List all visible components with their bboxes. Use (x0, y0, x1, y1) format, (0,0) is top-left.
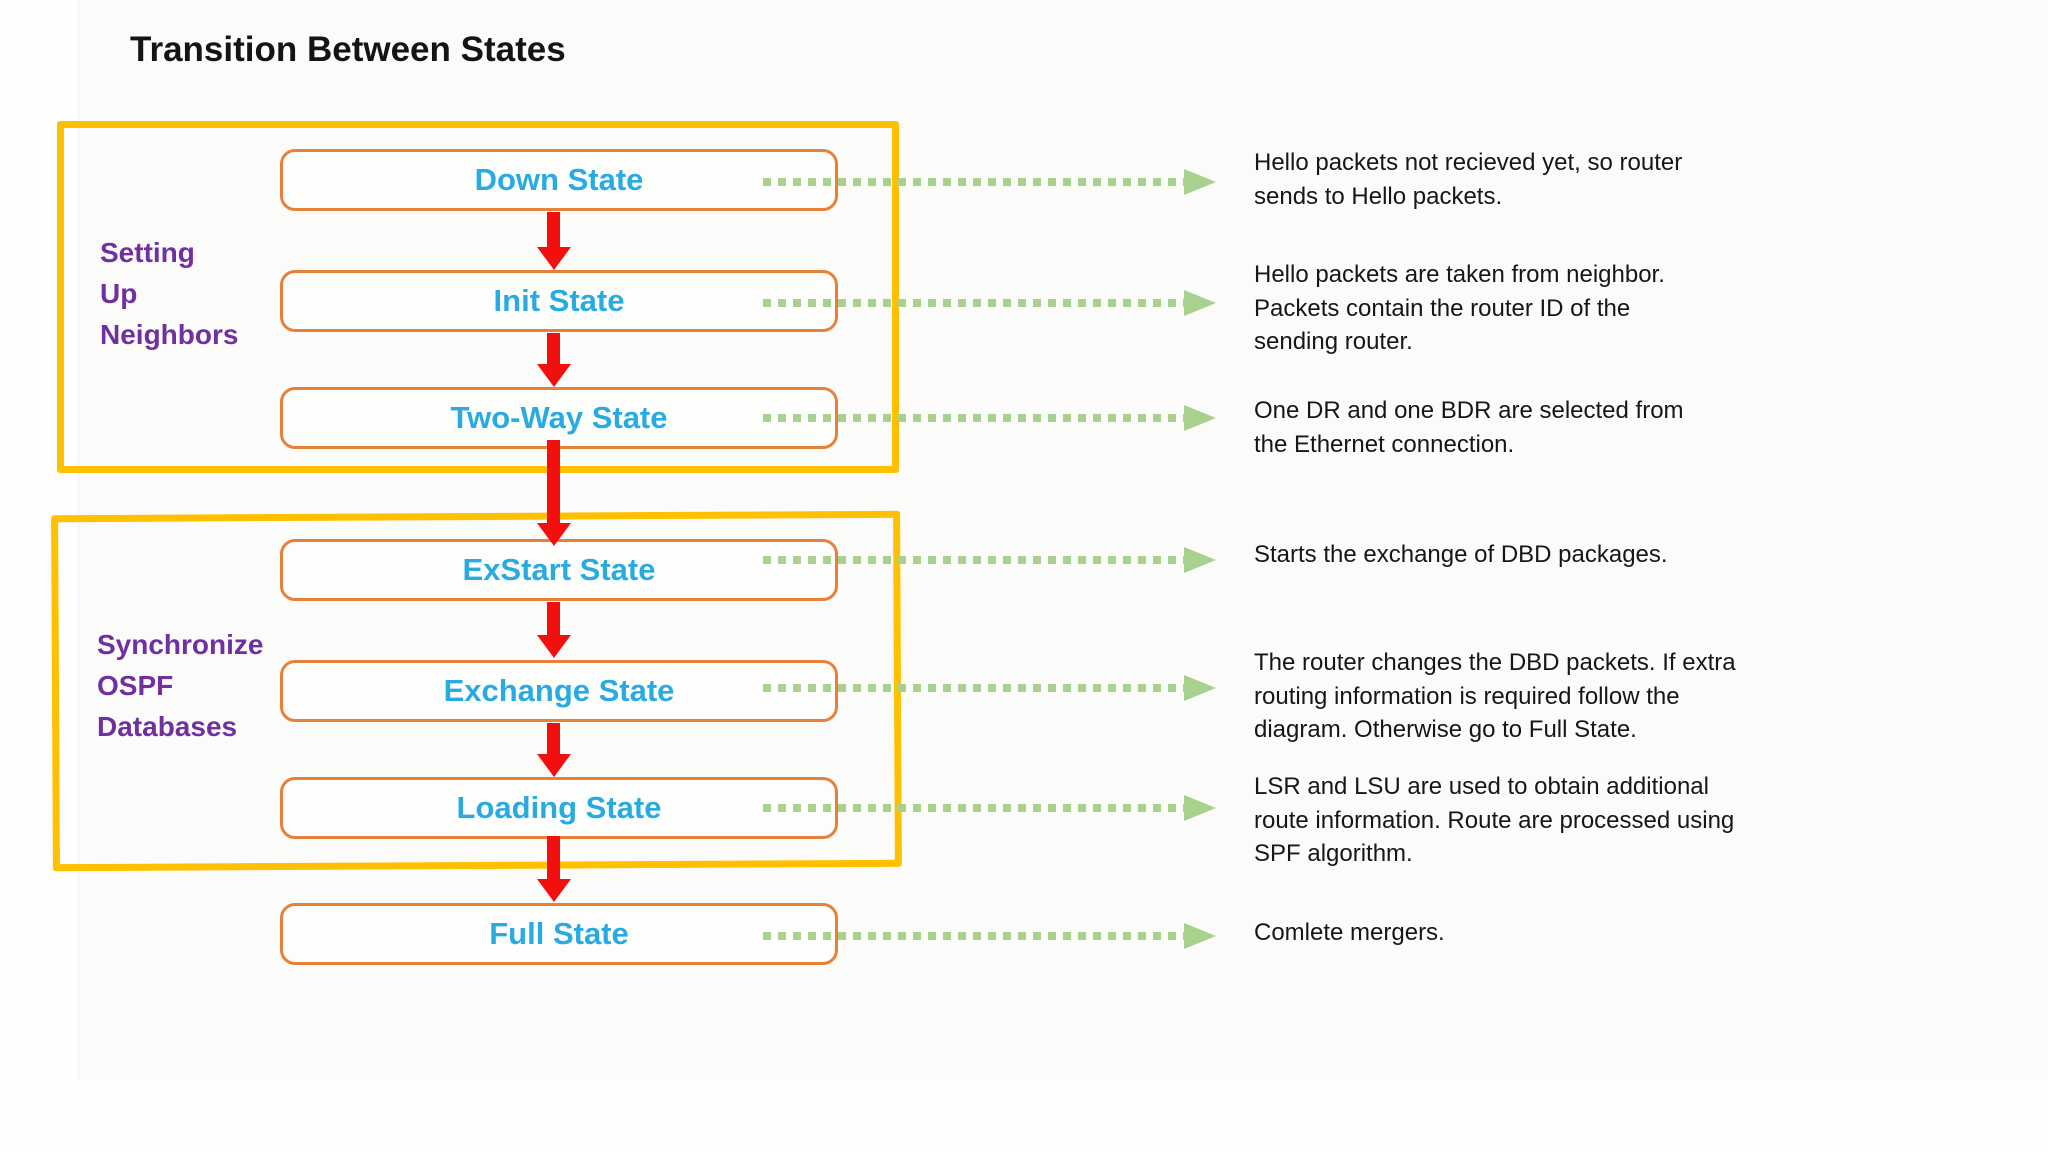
flow-arrow-exchange-to-loading-icon (547, 723, 560, 754)
state-label-init: Init State (493, 283, 625, 318)
page-title: Transition Between States (130, 30, 566, 69)
description-exstart-state: Starts the exchange of DBD packages. (1254, 541, 1668, 568)
state-box-init: Init State (280, 270, 838, 332)
state-label-full: Full State (489, 916, 629, 951)
pointer-arrow-down-icon (763, 169, 1216, 195)
state-label-loading: Loading State (456, 790, 662, 825)
group-label-synchronize-ospf-databases: Synchronize OSPF Databases (97, 629, 264, 742)
state-box-loading: Loading State (280, 777, 838, 839)
flow-arrow-down-to-init-icon (547, 212, 560, 247)
pointer-arrow-loading-icon (763, 795, 1216, 821)
state-label-two-way: Two-Way State (450, 400, 668, 435)
description-two-way-state: One DR and one BDR are selected from the… (1254, 397, 1684, 458)
group-box-setting-up-neighbors (57, 121, 899, 473)
pointer-arrow-full-icon (763, 923, 1216, 949)
pointer-arrow-init-icon (763, 290, 1216, 316)
state-box-down: Down State (280, 149, 838, 211)
state-box-exchange: Exchange State (280, 660, 838, 722)
description-init-state: Hello packets are taken from neighbor. P… (1254, 261, 1665, 355)
state-label-down: Down State (474, 162, 644, 197)
description-exchange-state: The router changes the DBD packets. If e… (1254, 649, 1736, 743)
description-down-state: Hello packets not recieved yet, so route… (1254, 149, 1683, 210)
group-label-setting-up-neighbors: Setting Up Neighbors (100, 237, 239, 350)
state-box-full: Full State (280, 903, 838, 965)
description-full-state: Comlete mergers. (1254, 919, 1445, 946)
state-label-exstart: ExStart State (462, 552, 656, 587)
pointer-arrow-exstart-icon (763, 547, 1216, 573)
state-box-exstart: ExStart State (280, 539, 838, 601)
pointer-arrow-exchange-icon (763, 675, 1216, 701)
state-label-exchange: Exchange State (443, 673, 675, 708)
flow-arrow-exstart-to-exchange-icon (547, 602, 560, 635)
flow-arrow-init-to-two-way-icon (547, 333, 560, 364)
pointer-arrow-two-way-icon (763, 405, 1216, 431)
flow-arrow-loading-to-full-icon (547, 836, 560, 879)
flow-arrow-two-way-to-exstart-icon (547, 440, 560, 523)
description-loading-state: LSR and LSU are used to obtain additiona… (1254, 773, 1735, 867)
